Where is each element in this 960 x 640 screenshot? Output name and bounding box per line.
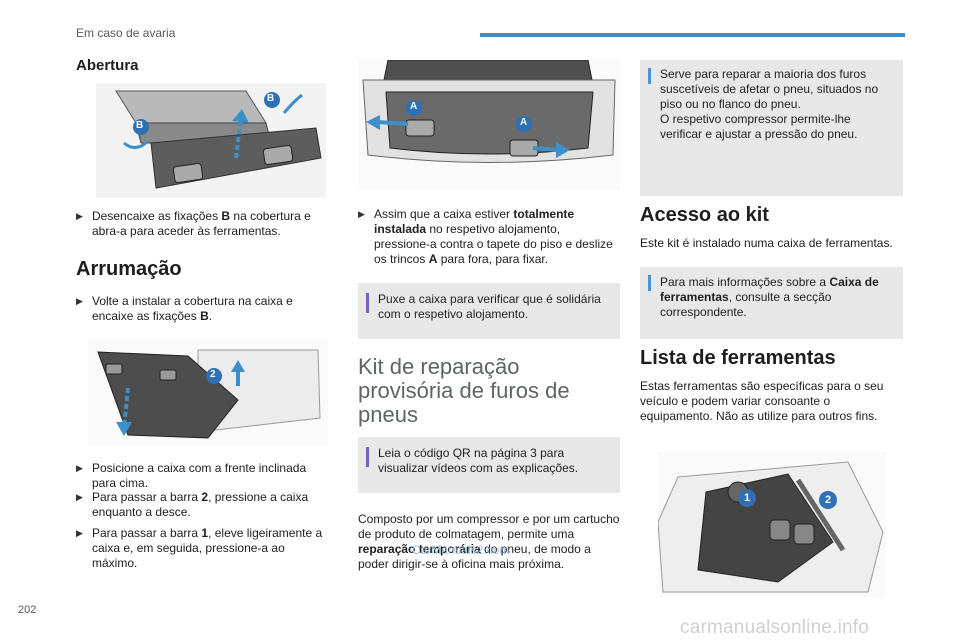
step-bullet-1: ▶ Posicione a caixa com a frente inclina…	[76, 461, 307, 490]
acesso-text: Este kit é instalado numa caixa de ferra…	[640, 236, 893, 250]
page-number: 202	[18, 604, 37, 616]
step-bullet-3: ▶ Para passar a barra 1, eleve ligeirame…	[76, 526, 323, 570]
note-marker-icon	[366, 293, 369, 313]
note-marker-icon	[648, 68, 651, 84]
note-box-servico: Serve para reparar a maioria dos furos s…	[640, 60, 903, 196]
bullet-marker-icon: ▶	[76, 211, 83, 221]
callout-label-a2: A	[520, 117, 528, 128]
note-box-verificar: Puxe a caixa para verificar que é solidá…	[358, 283, 620, 339]
bullet-marker-icon: ▶	[358, 209, 365, 219]
bullet-marker-icon: ▶	[76, 528, 83, 538]
callout-label-a1: A	[410, 101, 418, 112]
step-bullet-2: ▶ Para passar a barra 2, pressione a cai…	[76, 490, 309, 519]
callout-label-b1: B	[136, 120, 144, 131]
fixacao-bullet: ▶ Assim que a caixa estiver totalmente i…	[358, 207, 613, 266]
figure-arrumacao: 2	[88, 340, 328, 445]
arrumacao-bullet: ▶ Volte a instalar a cobertura na caixa …	[76, 294, 293, 323]
note-marker-icon	[366, 447, 369, 467]
abertura-bullet: ▶ Desencaixe as fixações B na cobertura …	[76, 209, 311, 238]
arrumacao-heading: Arrumação	[76, 258, 182, 280]
note-box-qr: Leia o código QR na página 3 para visual…	[358, 437, 620, 493]
callout-label-2: 2	[210, 369, 216, 380]
lista-heading: Lista de ferramentas	[640, 347, 836, 369]
lista-text: Estas ferramentas são específicas para o…	[640, 379, 884, 423]
note-marker-icon	[648, 275, 651, 291]
kit-heading: Kit de reparação provisória de furos de …	[358, 354, 570, 427]
figure-ferramentas: 1 2	[658, 452, 886, 597]
watermark: carmanualsonline.info	[680, 617, 870, 638]
figure-fixacao: A A	[358, 60, 620, 190]
callout-label-1: 1	[744, 492, 751, 504]
header-accent-bar	[480, 33, 905, 37]
acesso-heading: Acesso ao kit	[640, 204, 769, 226]
callout-label-b2: B	[267, 93, 275, 104]
abertura-heading: Abertura	[76, 57, 139, 74]
bullet-marker-icon: ▶	[76, 296, 83, 306]
page-header-title: Em caso de avaria	[76, 26, 176, 40]
kit-description: Composto por um compressor e por um cart…	[358, 512, 620, 571]
note-box-info: Para mais informações sobre a Caixa de f…	[640, 267, 903, 339]
bullet-marker-icon: ▶	[76, 492, 83, 502]
watermark-small: CarManuals2.com	[412, 543, 510, 557]
figure-abertura: B B	[96, 83, 326, 198]
callout-label-2: 2	[825, 494, 832, 506]
bullet-marker-icon: ▶	[76, 463, 83, 473]
